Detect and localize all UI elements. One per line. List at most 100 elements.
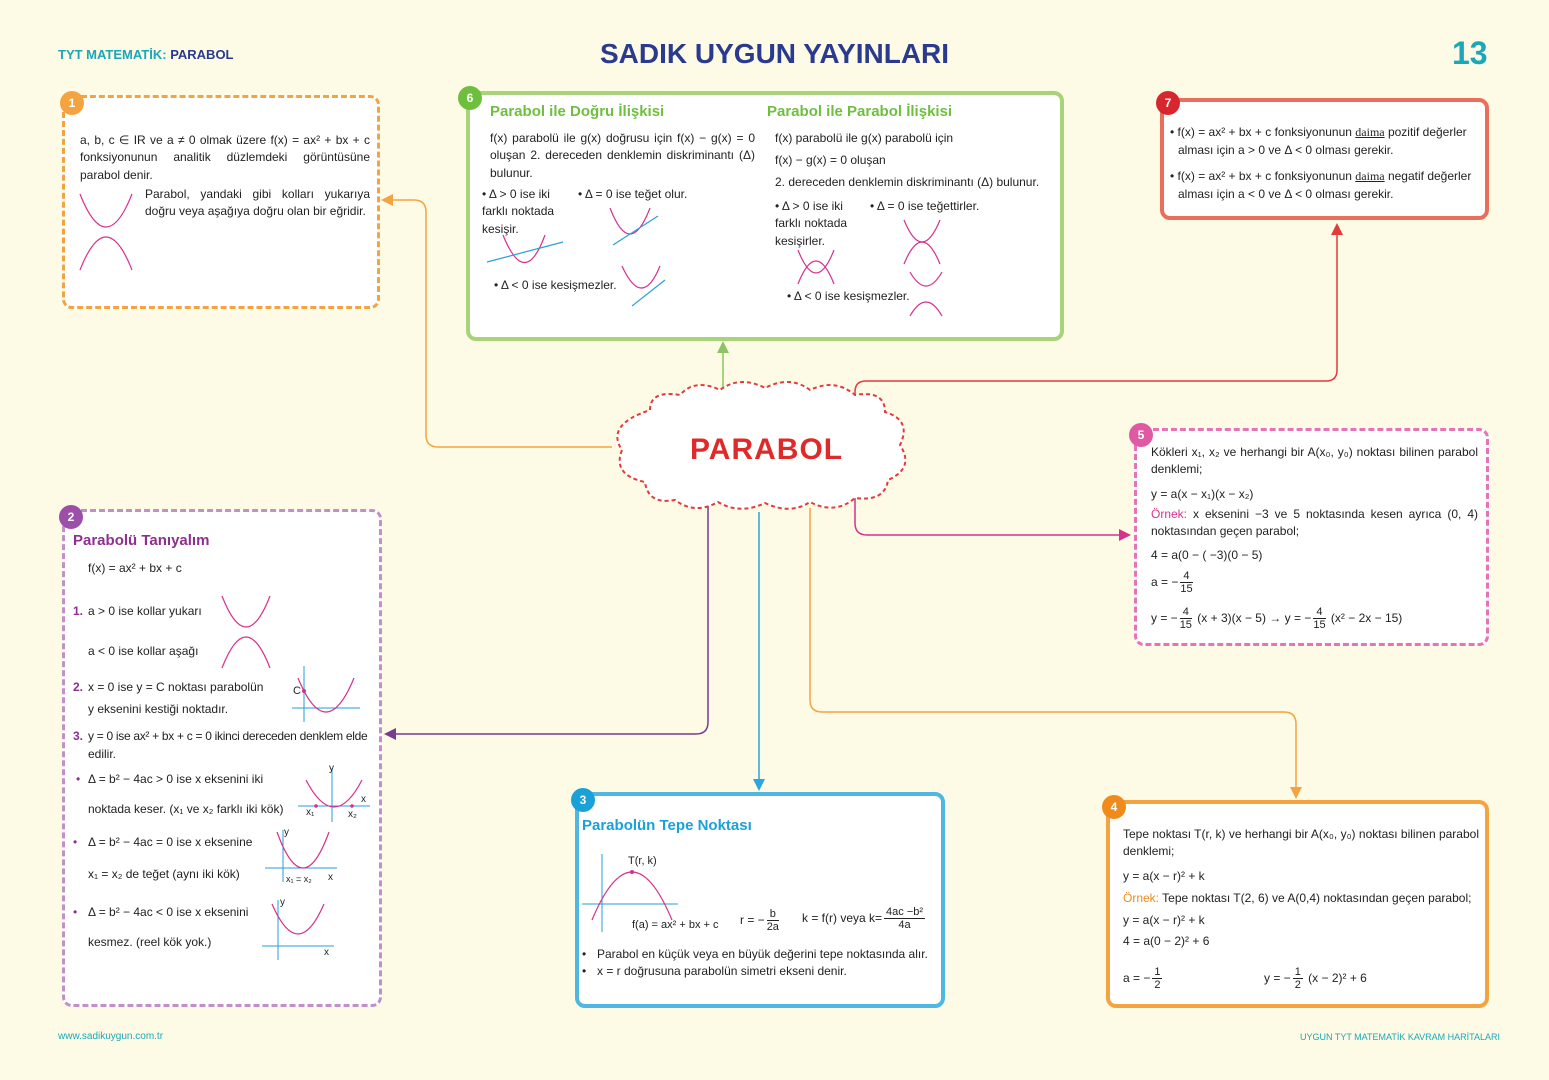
y-intercept-graph-icon — [292, 666, 360, 722]
center-label: PARABOL — [690, 433, 844, 466]
box2-number: 2 — [59, 505, 83, 529]
box4-p1: Tepe noktası T(r, k) ve herhangi bir A(x… — [1123, 827, 1479, 859]
box5-example: Örnek: x eksenini −3 ve 5 noktasında kes… — [1151, 507, 1478, 539]
box3-number: 3 — [571, 788, 595, 812]
footer-website[interactable]: www.sadikuygun.com.tr — [58, 1031, 164, 1042]
axis-x-label: x — [328, 872, 333, 883]
box6-number: 6 — [458, 86, 482, 110]
root-x2-label: x₂ — [348, 809, 357, 820]
box2-d1-line1: Δ = b² − 4ac > 0 ise x eksenini iki — [88, 772, 264, 786]
box4-f3: 4 = a(0 − 2)² + 6 — [1123, 934, 1210, 948]
box2-formula: f(x) = ax² + bx + c — [88, 561, 182, 575]
box6-right-d1: • Δ > 0 ise iki farklı noktada kesişirle… — [775, 199, 848, 248]
bullet-icon: • — [582, 947, 587, 961]
box5-f1: y = a(x − x₁)(x − x₂) — [1151, 487, 1254, 501]
box2-d2-line2: x₁ = x₂ de teğet (aynı iki kök) — [88, 867, 240, 881]
box-recognize-parabola — [62, 509, 382, 1007]
box2-n3: 3. — [73, 729, 84, 743]
parabola-shapes-icon — [79, 193, 133, 271]
cloud-shape — [616, 381, 907, 510]
line-parabola-figures-icon — [486, 207, 666, 307]
box2-eq-line2: edilir. — [88, 747, 117, 761]
box1-text: a, b, c ∈ IR ve a ≠ 0 olmak üzere f(x) =… — [80, 133, 370, 182]
box-roots-form — [1134, 428, 1489, 646]
box2-a-neg: a < 0 ise kollar aşağı — [88, 644, 199, 658]
box7-number: 7 — [1156, 91, 1180, 115]
box-line-relations — [466, 91, 1064, 341]
axis-y-label: y — [284, 827, 289, 838]
box6-right-d2: • Δ = 0 ise teğettirler. — [870, 199, 980, 213]
box2-d3-line2: kesmez. (reel kök yok.) — [88, 935, 212, 949]
bullet-icon: • — [582, 964, 587, 978]
box3-bullet1: Parabol en küçük veya en büyük değerini … — [597, 947, 928, 961]
arrow-to-box2 — [384, 506, 709, 740]
box2-a-pos: a > 0 ise kollar yukarı — [88, 604, 202, 618]
box2-n2: 2. — [73, 680, 84, 694]
axis-x-label: x — [324, 947, 329, 958]
axis-y-label: y — [329, 763, 334, 774]
double-root-graph-icon — [265, 830, 337, 882]
double-root-label: x₁ = x₂ — [286, 874, 312, 884]
box6-right-p1: f(x) parabolü ile g(x) parabolü için — [775, 131, 954, 145]
box7-line1: • f(x) = ax² + bx + c fonksiyonunun daim… — [1170, 125, 1467, 139]
box6-right-d3: • Δ < 0 ise kesişmezler. — [787, 289, 910, 303]
box6-left-paragraph: f(x) parabolü ile g(x) doğrusu için f(x)… — [490, 131, 755, 180]
box-vertex-form — [1106, 800, 1489, 1008]
box6-left-d1: • Δ > 0 ise iki farklı noktada kesişir. — [482, 187, 555, 236]
box5-number: 5 — [1129, 423, 1153, 447]
bullet-icon: • — [73, 835, 78, 849]
publisher-title: SADIK UYGUN YAYINLARI — [600, 38, 950, 69]
arrow-to-box5 — [854, 496, 1131, 541]
bullet-icon: • — [76, 772, 81, 786]
box2-n1: 1. — [73, 604, 84, 618]
root-x1-label: x₁ — [306, 807, 315, 818]
footer-series: UYGUN TYT MATEMATİK KAVRAM HARİTALARI — [1300, 1032, 1501, 1042]
box2-title: Parabolü Tanıyalım — [73, 532, 210, 549]
box2-d3-line1: Δ = b² − 4ac < 0 ise x eksenini — [88, 905, 249, 919]
vertex-function: f(a) = ax² + bx + c — [632, 919, 719, 931]
box2-d1-line2: noktada keser. (x₁ ve x₂ farklı iki kök) — [88, 802, 284, 816]
box6-left-d2: • Δ = 0 ise teğet olur. — [578, 187, 688, 201]
box3-title: Parabolün Tepe Noktası — [582, 817, 752, 834]
arrow-to-box7 — [854, 223, 1343, 398]
box5-f2: 4 = a(0 − ( −3)(0 − 5) — [1151, 548, 1263, 562]
axis-x-label: x — [361, 794, 366, 805]
page-number: 13 — [1452, 35, 1488, 71]
box4-f1: y = a(x − r)² + k — [1123, 869, 1205, 883]
box7-line2: • f(x) = ax² + bx + c fonksiyonunun daim… — [1170, 169, 1472, 183]
vertex-label: T(r, k) — [628, 855, 657, 867]
box7-line2b: alması için a < 0 ve Δ < 0 olması gereki… — [1178, 187, 1394, 201]
box3-bullet2: x = r doğrusuna parabolün simetri ekseni… — [597, 964, 847, 978]
subject-label: TYT MATEMATİK: PARABOL — [58, 47, 234, 62]
two-roots-graph-icon — [298, 768, 370, 822]
box-sign-conditions — [1160, 98, 1489, 220]
axis-y-label: y — [280, 897, 285, 908]
box4-example: Örnek: Tepe noktası T(2, 6) ve A(0,4) no… — [1123, 891, 1472, 905]
box1-text2: Parabol, yandaki gibi kolları yukarıya d… — [145, 187, 370, 219]
bullet-icon: • — [73, 905, 78, 919]
vertex-graph-icon — [582, 854, 678, 932]
box6-title-left: Parabol ile Doğru İlişkisi — [490, 103, 665, 120]
no-roots-graph-icon — [262, 900, 334, 960]
box2-eq-line1: y = 0 ise ax² + bx + c = 0 ikinci derece… — [88, 729, 368, 743]
box4-number: 4 — [1102, 795, 1126, 819]
box4-f2: y = a(x − r)² + k — [1123, 913, 1205, 927]
arrow-to-box4 — [809, 508, 1302, 799]
box-definition — [62, 95, 380, 309]
parabola-parabola-figures-icon — [797, 219, 943, 317]
box2-d2-line1: Δ = b² − 4ac = 0 ise x eksenine — [88, 835, 253, 849]
box2-x0-line2: y eksenini kestiği noktadır. — [88, 702, 229, 716]
box6-title-right: Parabol ile Parabol İlişkisi — [767, 103, 953, 120]
parabola-up-down-icon — [221, 595, 271, 669]
box6-left-d3: • Δ < 0 ise kesişmezler. — [494, 278, 617, 292]
box1-number: 1 — [60, 91, 84, 115]
box6-right-p3: 2. dereceden denklemin diskriminantı (Δ)… — [775, 175, 1040, 189]
box2-c-label: C — [293, 685, 301, 697]
